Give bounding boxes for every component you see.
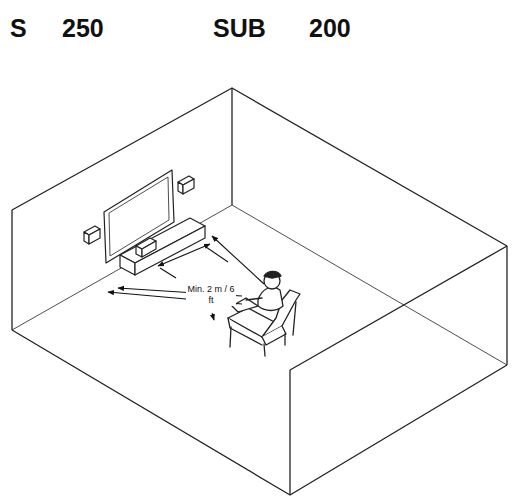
model-number: 200: [309, 14, 351, 42]
distance-dimension: Min. 2 m / 6 ft: [186, 284, 236, 306]
model-label: SUB: [213, 14, 266, 42]
model-label: S: [10, 14, 27, 42]
model-number: 250: [62, 14, 104, 42]
